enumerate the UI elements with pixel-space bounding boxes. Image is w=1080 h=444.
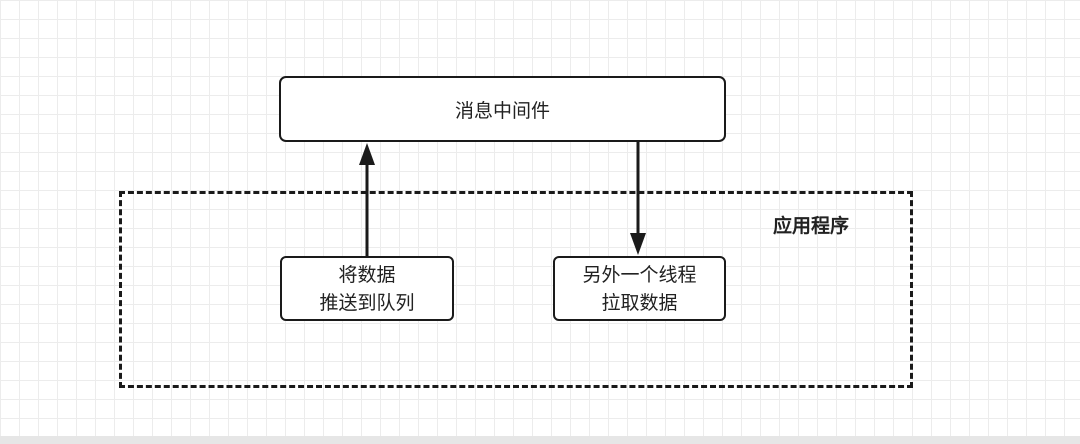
push-node-line2: 推送到队列 (319, 291, 415, 314)
pull-data-node: 另外一个线程 拉取数据 (553, 256, 726, 321)
pull-node-line2: 拉取数据 (601, 291, 678, 314)
push-to-queue-node: 将数据 推送到队列 (280, 256, 454, 321)
application-region (119, 191, 913, 388)
pull-node-line1: 另外一个线程 (582, 263, 697, 286)
push-node-line1: 将数据 (338, 263, 396, 286)
message-middleware-label: 消息中间件 (454, 99, 550, 122)
canvas-bottom-edge (0, 436, 1080, 444)
application-region-label: 应用程序 (773, 215, 850, 237)
message-middleware-node: 消息中间件 (279, 76, 726, 142)
